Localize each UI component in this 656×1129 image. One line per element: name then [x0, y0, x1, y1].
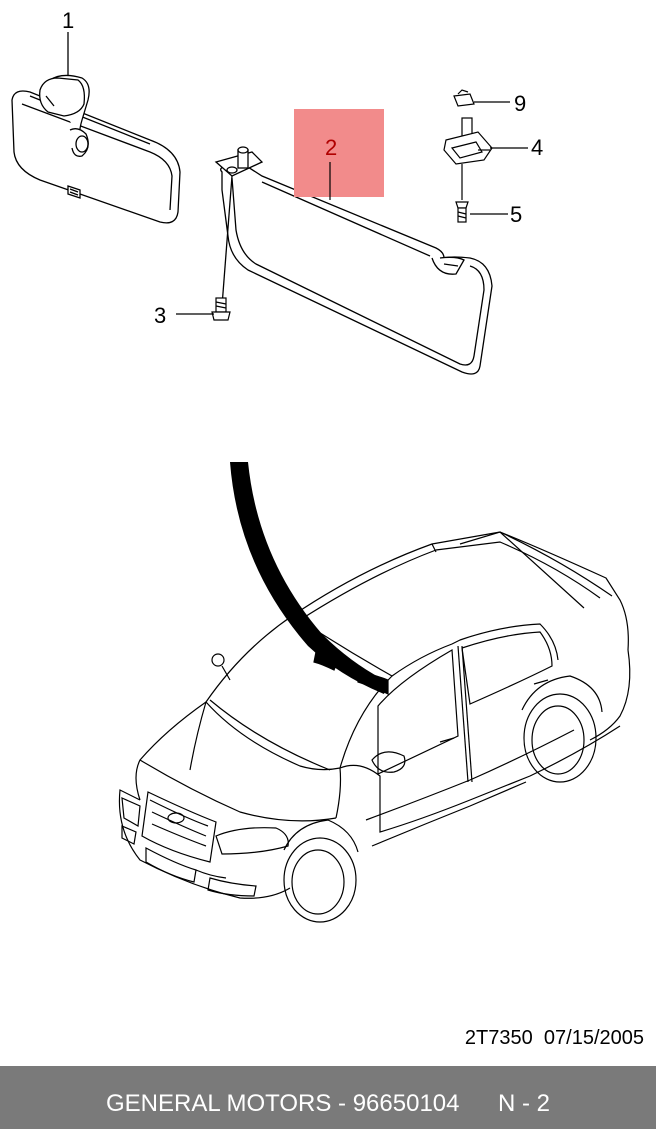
rear-view-mirror-icon [11, 32, 181, 224]
clip-icon [453, 89, 475, 107]
doc-code-number: 2T7350 [464, 1027, 533, 1049]
footer-bar: GENERAL MOTORS - 96650104 N - 2 [0, 1066, 656, 1129]
screw-icon [211, 297, 231, 321]
sun-visor-icon [214, 146, 493, 375]
callout-2: 2 [325, 135, 337, 160]
doc-date: 07/15/2005 [543, 1027, 644, 1049]
callout-9: 9 [514, 91, 526, 116]
sedan-car-icon [118, 531, 631, 923]
visor-bracket-icon [443, 117, 493, 200]
parts-diagram: 1 2 3 4 5 9 [11, 8, 631, 923]
footer-page-number: N - 2 [498, 1090, 551, 1117]
callout-1: 1 [62, 8, 74, 33]
screw-icon [455, 201, 469, 223]
location-pointer [230, 462, 388, 694]
highlight-box [294, 109, 384, 197]
callout-4: 4 [531, 135, 543, 160]
callout-5: 5 [510, 202, 522, 227]
callout-3: 3 [154, 303, 166, 328]
doc-code: 2T7350 07/15/2005 [0, 1027, 644, 1050]
footer-manufacturer: GENERAL MOTORS - 96650104 [106, 1090, 460, 1117]
